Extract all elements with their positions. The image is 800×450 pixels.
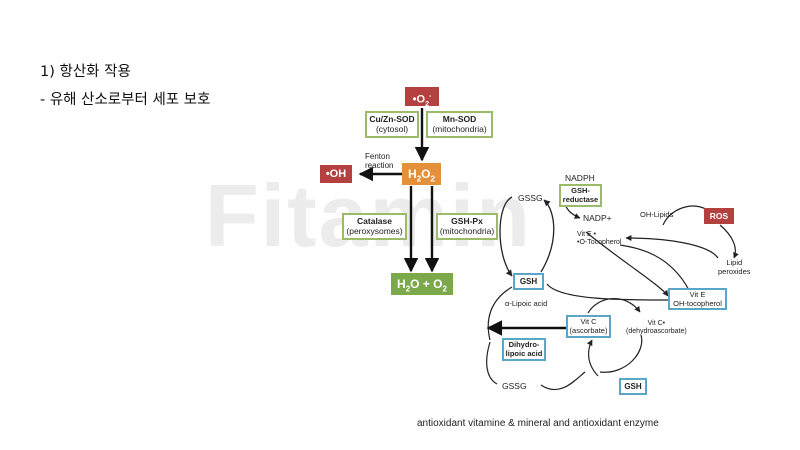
fenton-reaction-label: Fenton reaction — [365, 152, 394, 171]
arrow-gssg-bottom-loop — [486, 341, 498, 385]
oh-lipids-label: OH-Lipids — [640, 210, 674, 219]
vit-e-node: Vit E OH-tocopherol — [668, 288, 727, 310]
gsh-bottom-node: GSH — [619, 378, 647, 395]
gssg-bottom-label: GSSG — [502, 381, 527, 391]
gssg-top-label: GSSG — [518, 193, 543, 203]
arrow-ros-to-lipid-peroxides — [719, 224, 739, 259]
vit-e-radical-label: Vit E • •O-Tocopherol — [577, 231, 622, 247]
arrow-vitc-radical-to-gsh — [599, 334, 643, 373]
arrow-gsh-to-gssg — [540, 199, 555, 273]
superoxide-node: •O2- — [405, 87, 439, 108]
arrow-vitc-cycle — [587, 297, 641, 314]
arrow-lipid-peroxides-to-vite — [625, 235, 719, 259]
figure-caption: antioxidant vitamine & mineral and antio… — [417, 418, 659, 429]
arrow-lipoic-cycle — [487, 286, 513, 341]
hydroxyl-radical-node: •OH — [320, 165, 352, 183]
dihydrolipoic-acid-node: Dihydro- lipoic acid — [502, 338, 546, 361]
lipid-peroxides-label: Lipid peroxides — [718, 258, 751, 276]
gsh-reductase-enzyme: GSH- reductase — [559, 184, 602, 207]
h2o2-node: H2O2 — [402, 163, 441, 185]
arrow-gsh-to-vitc — [586, 339, 599, 377]
section-subtitle: - 유해 산소로부터 세포 보호 — [40, 92, 211, 108]
mn-sod-enzyme: Mn-SOD (mitochondria) — [426, 111, 493, 138]
arrow-vitc-to-vite — [585, 231, 669, 297]
cuzn-sod-enzyme: Cu/Zn-SOD (cytosol) — [365, 111, 419, 138]
vit-c-radical-label: Vit C• (dehydroascorbate) — [626, 320, 687, 336]
gshpx-enzyme: GSH-Px (mitochondria) — [436, 213, 498, 240]
catalase-enzyme: Catalase (peroxysomes) — [342, 213, 407, 240]
arrow-gssg-cycle-left — [499, 196, 513, 277]
arrow-bottom-gssg-to-gsh — [540, 371, 586, 391]
arrow-gsh-to-vite — [546, 283, 669, 301]
gsh-left-node: GSH — [513, 273, 544, 290]
section-title: 1) 항산화 작용 — [40, 64, 131, 80]
water-oxygen-product: H2O + O2 — [391, 273, 453, 295]
alpha-lipoic-acid-label: α-Lipoic acid — [505, 299, 548, 308]
vit-c-node: Vit C (ascorbate) — [566, 315, 611, 338]
arrow-vite-to-vite-radical — [619, 244, 690, 291]
nadp-label: NADP+ — [583, 213, 612, 223]
nadph-label: NADPH — [565, 173, 595, 183]
ros-node: ROS — [704, 208, 734, 224]
